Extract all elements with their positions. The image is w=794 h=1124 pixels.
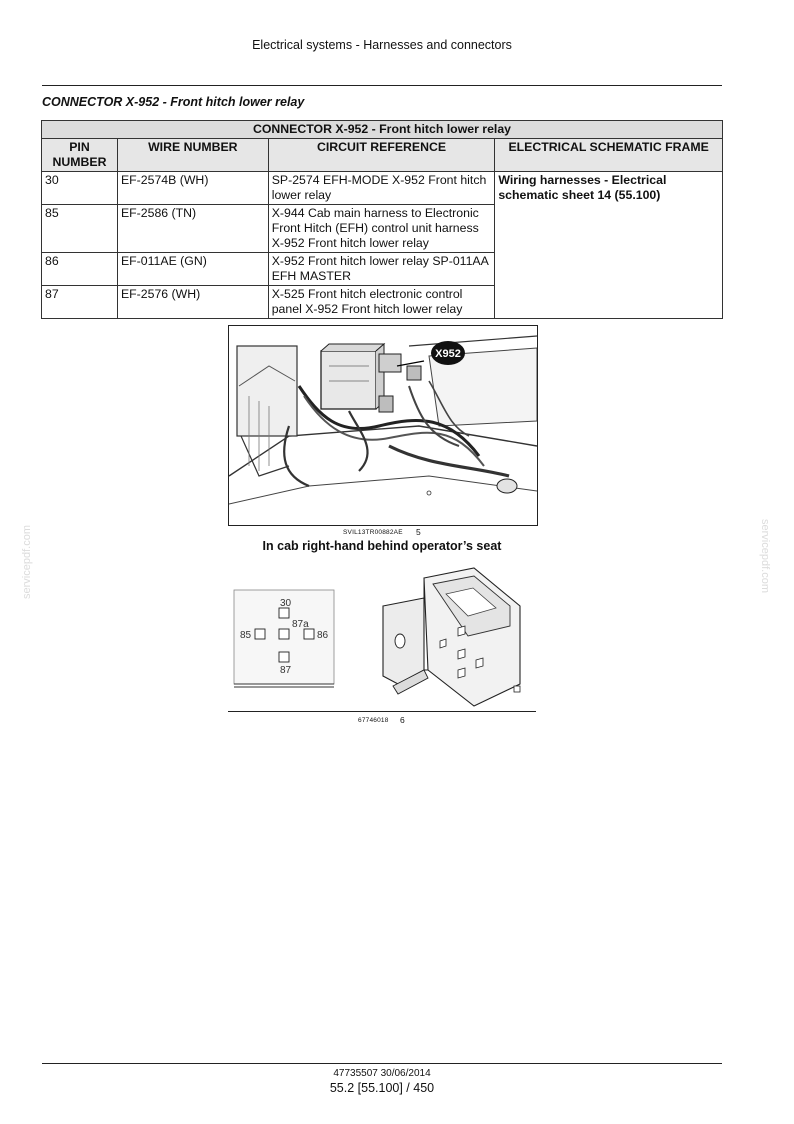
figure5-number: 5	[416, 527, 421, 537]
pin-label-87a: 87a	[292, 619, 309, 630]
column-header-wire: WIRE NUMBER	[116, 138, 269, 172]
wire-cell: EF-2576 (WH)	[116, 285, 269, 319]
footer-divider	[42, 1063, 722, 1064]
table-row: 87 EF-2576 (WH) X-525 Front hitch electr…	[41, 285, 723, 319]
figure6-code: 67746018	[358, 717, 389, 724]
relay-pinout-drawing: 30 87a 85 86 87	[228, 566, 536, 712]
pin-label-30: 30	[280, 598, 292, 609]
wire-cell: EF-2574B (WH)	[116, 171, 269, 205]
circuit-cell: X-944 Cab main harness to Electronic Fro…	[267, 204, 496, 253]
pin-label-86: 86	[317, 630, 329, 641]
column-header-circuit: CIRCUIT REFERENCE	[267, 138, 496, 172]
column-header-pin: PIN NUMBER	[41, 138, 118, 172]
figure5-code: SVIL13TR00882AE	[343, 529, 403, 536]
circuit-cell: SP-2574 EFH-MODE X-952 Front hitch lower…	[267, 171, 496, 205]
wire-cell: EF-2586 (TN)	[116, 204, 269, 253]
schematic-frame-cell: Wiring harnesses - Electrical schematic …	[494, 171, 723, 319]
right-watermark: servicepdf.com	[758, 519, 771, 593]
connector-pinout-figure: 30 87a 85 86 87	[228, 566, 536, 712]
x952-callout-label: X952	[435, 348, 461, 360]
table-row: 86 EF-011AE (GN) X-952 Front hitch lower…	[41, 252, 723, 286]
connector-table: CONNECTOR X-952 - Front hitch lower rela…	[41, 120, 723, 319]
pin-cell: 86	[41, 252, 118, 286]
table-row: 30 EF-2574B (WH) SP-2574 EFH-MODE X-952 …	[41, 171, 723, 319]
pin-cell: 30	[41, 171, 118, 205]
footer-document-code: 47735507 30/06/2014	[333, 1068, 431, 1079]
table-row: 85 EF-2586 (TN) X-944 Cab main harness t…	[41, 204, 723, 253]
figure6-bottom-rule	[228, 711, 536, 712]
figure5-caption: In cab right-hand behind operator’s seat	[262, 539, 502, 553]
figure6-number: 6	[400, 715, 405, 725]
pin-label-87: 87	[280, 665, 292, 676]
table-caption: CONNECTOR X-952 - Front hitch lower rela…	[41, 120, 723, 139]
header-divider	[42, 85, 722, 86]
column-header-schematic: ELECTRICAL SCHEMATIC FRAME	[494, 138, 723, 172]
footer-page-number: 55.2 [55.100] / 450	[329, 1081, 435, 1095]
circuit-cell: X-525 Front hitch electronic control pan…	[267, 285, 496, 319]
left-watermark: servicepdf.com	[20, 525, 33, 599]
section-title: CONNECTOR X-952 - Front hitch lower rela…	[42, 95, 305, 109]
page-header-title: Electrical systems - Harnesses and conne…	[252, 38, 512, 52]
pin-cell: 87	[41, 285, 118, 319]
pin-cell: 85	[41, 204, 118, 253]
cab-location-illustration: X952	[228, 325, 538, 526]
pin-label-85: 85	[240, 630, 252, 641]
cab-wiring-drawing: X952	[228, 326, 538, 525]
circuit-cell: X-952 Front hitch lower relay SP-011AA E…	[267, 252, 496, 286]
wire-cell: EF-011AE (GN)	[116, 252, 269, 286]
